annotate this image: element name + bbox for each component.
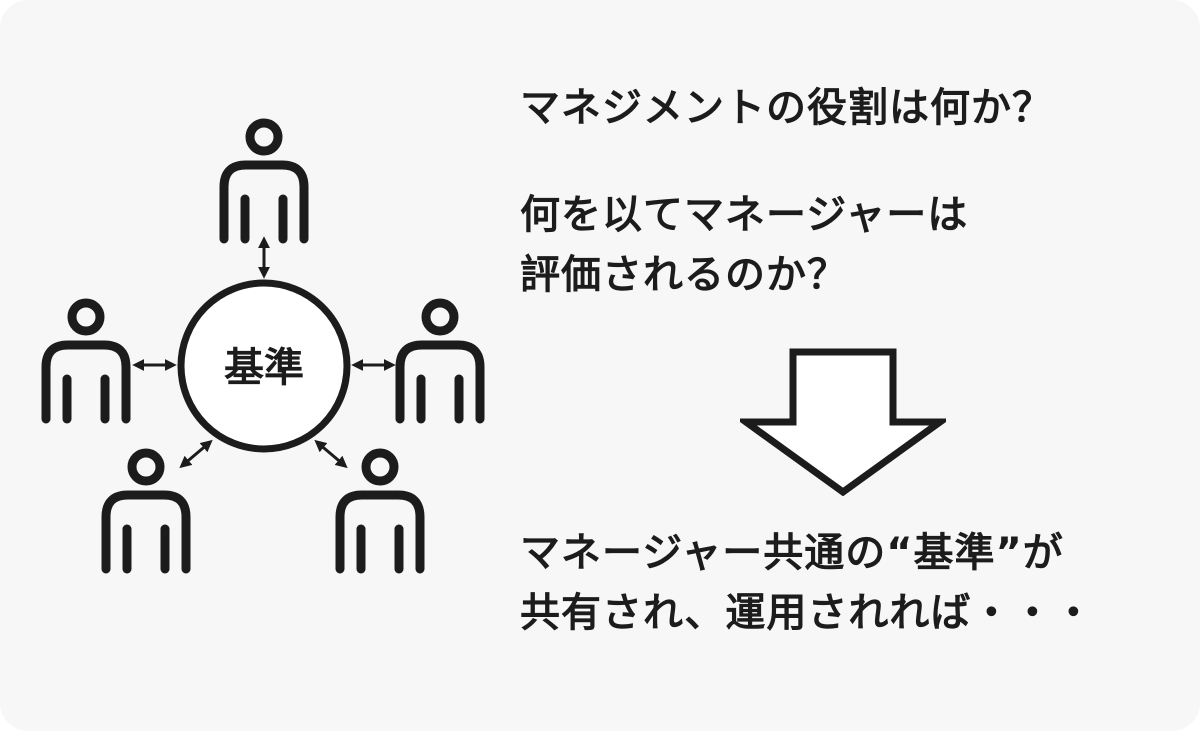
person-icon-left <box>46 303 126 419</box>
standard-circle <box>177 279 351 453</box>
conclusion-text: マネージャー共通の“基準”が 共有され、運用されれば・・・ <box>520 523 1094 643</box>
standard-diagram: 基準 <box>0 0 520 731</box>
double-arrow-icon-bottom-right <box>314 439 348 469</box>
question-evaluation-line-2: 評価されるのか？ <box>520 252 848 298</box>
double-arrow-icon-bottom-left <box>179 439 213 469</box>
standard-label: 基準 <box>224 345 304 391</box>
question-role: マネジメントの役割は何か？ <box>520 78 1053 138</box>
question-role-text: マネジメントの役割は何か？ <box>520 85 1053 131</box>
question-evaluation-line-1: 何を以てマネージャーは <box>520 192 969 238</box>
person-icon-top <box>224 123 304 239</box>
person-icon-right <box>400 303 480 419</box>
person-icon-bottom-right <box>340 453 420 569</box>
conclusion-line-2: 共有され、運用されれば・・・ <box>520 590 1095 636</box>
conclusion-line-1: マネージャー共通の“基準”が <box>520 530 1064 576</box>
question-evaluation: 何を以てマネージャーは 評価されるのか？ <box>520 185 968 305</box>
person-icon-bottom-left <box>106 453 186 569</box>
down-arrow-icon <box>740 348 946 496</box>
